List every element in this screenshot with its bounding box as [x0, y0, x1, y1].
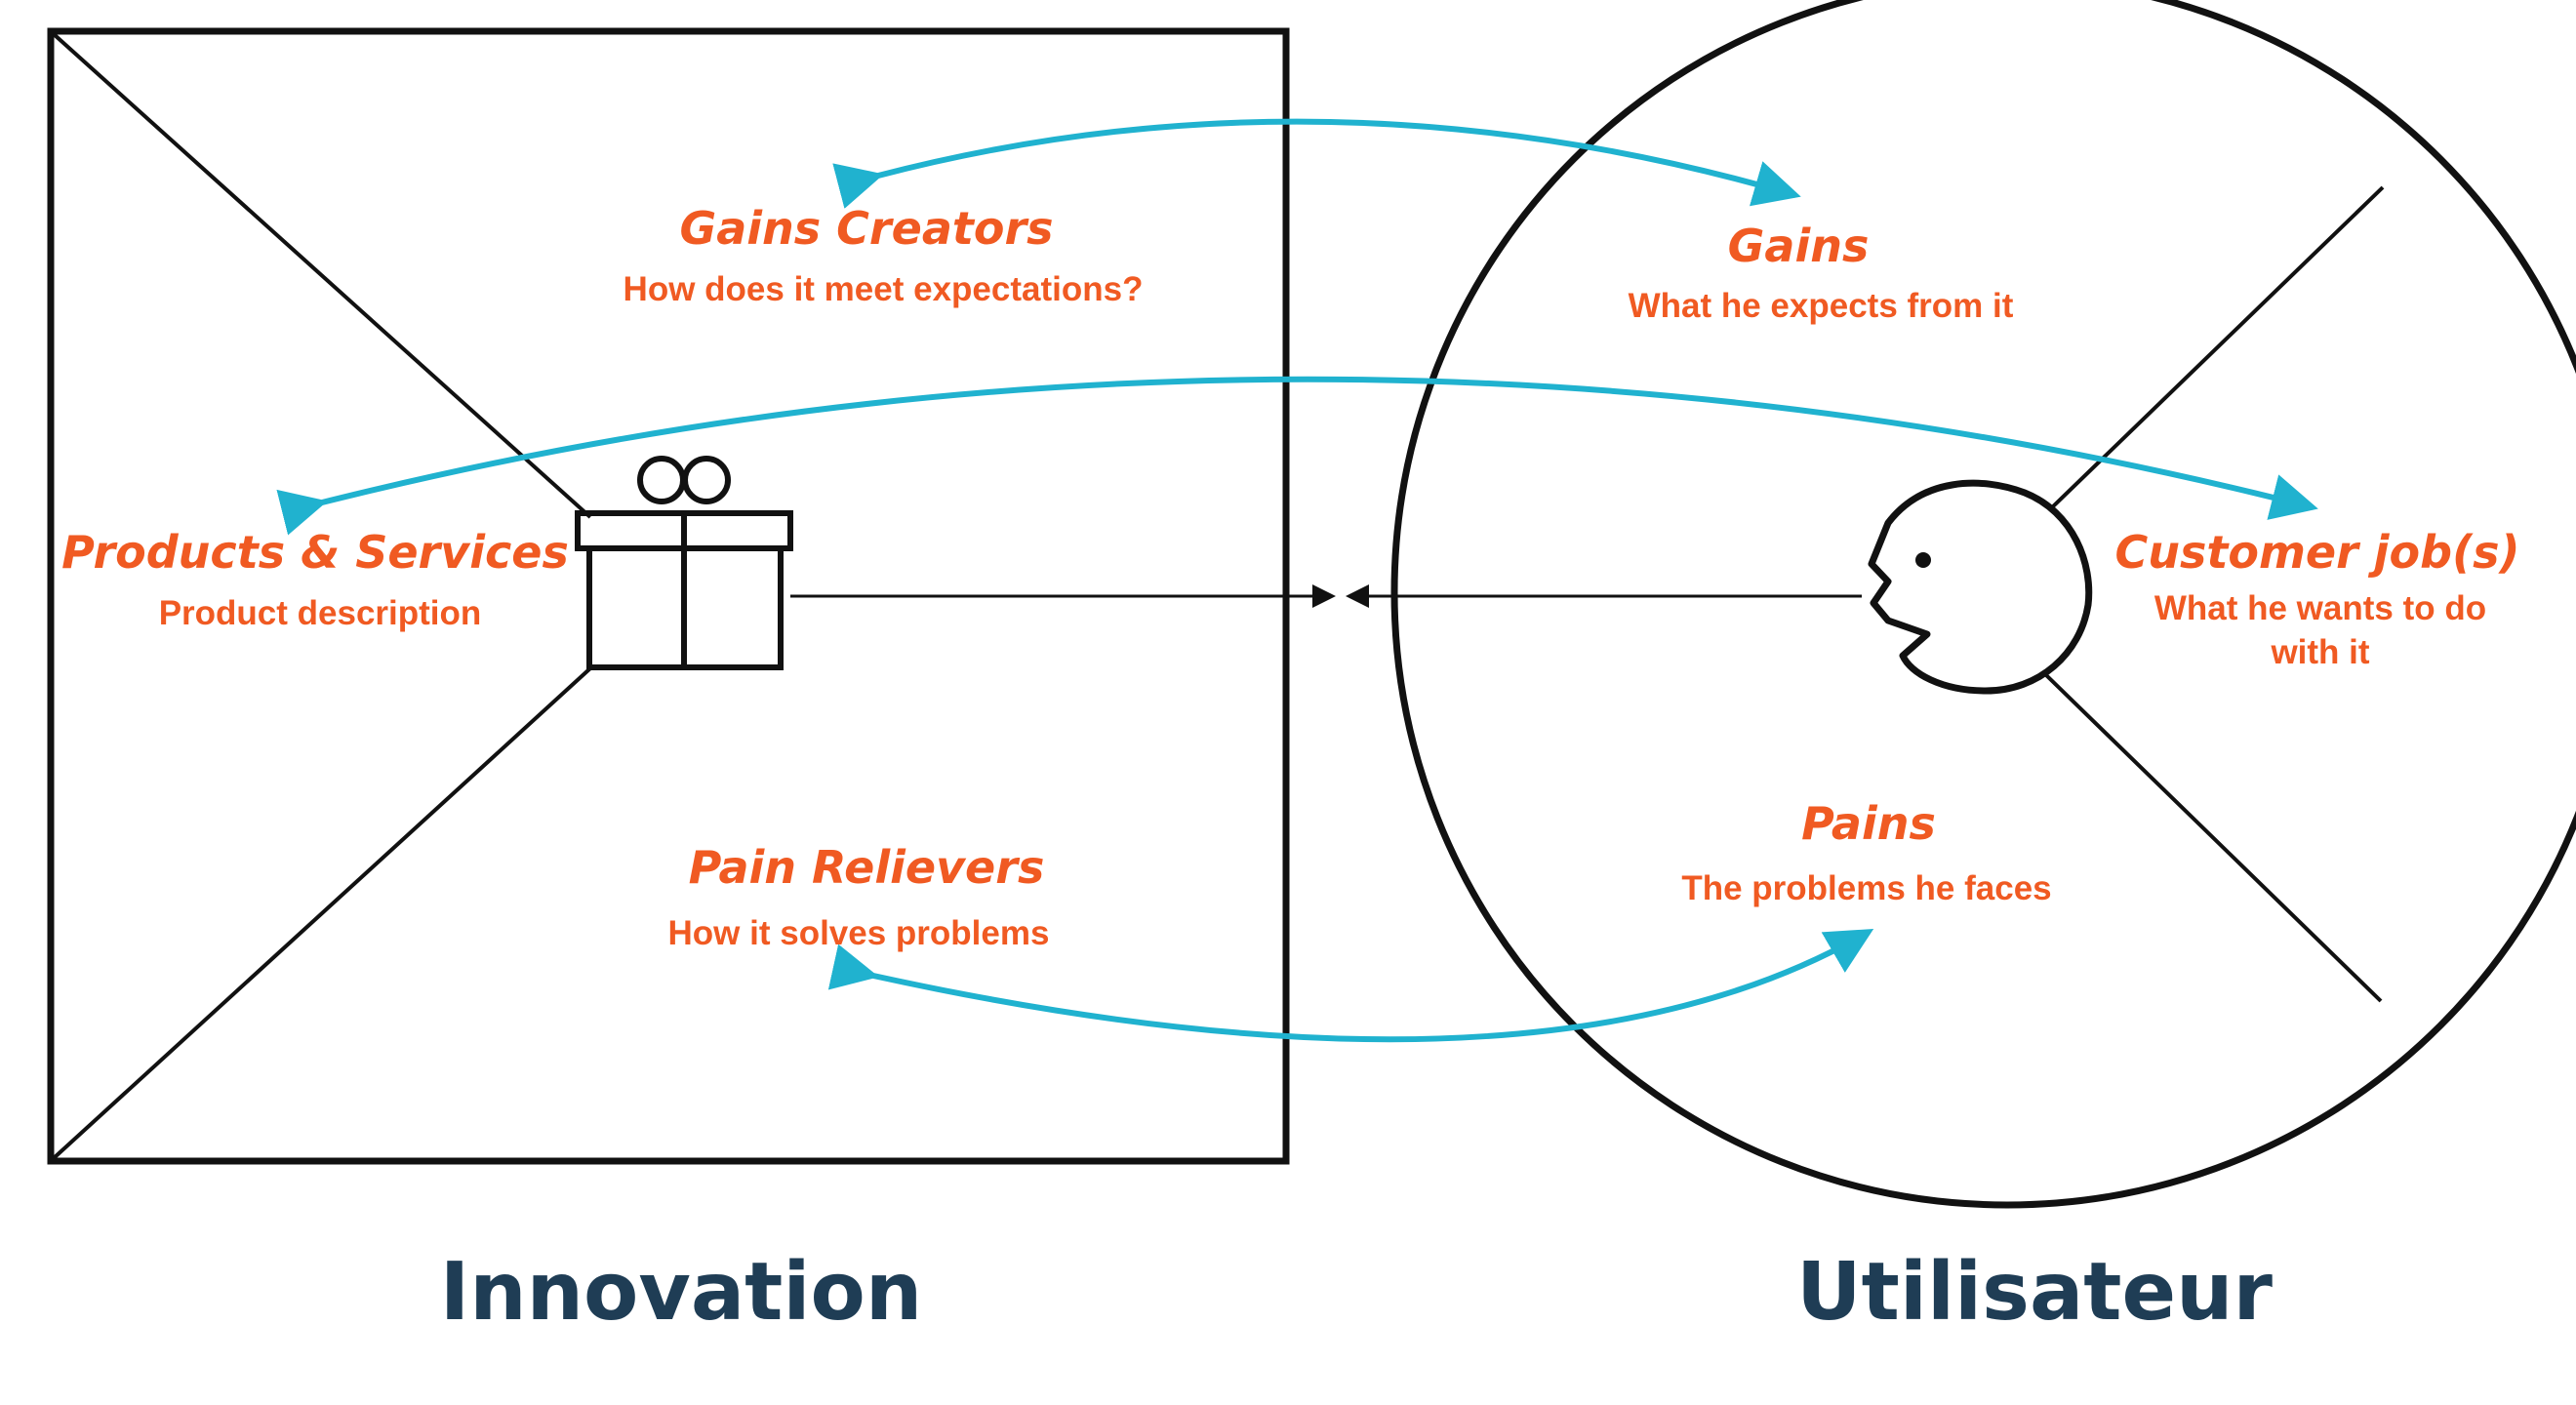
pains-heading: Pains [1801, 797, 1936, 850]
gains-heading: Gains [1728, 220, 1870, 272]
mapping-arrows [276, 118, 2318, 1043]
arrow-gains-mapping [832, 118, 1801, 209]
products-services-heading: Products & Services [61, 526, 569, 579]
pain-relievers-description: How it solves problems [668, 914, 1050, 952]
customer-face-icon [1868, 479, 2093, 695]
diagonal-top-left [52, 32, 592, 519]
customer-profile-frame [1390, 0, 2576, 1209]
divider-upper-right [2047, 185, 2385, 512]
gains-description: What he expects from it [1629, 287, 2014, 325]
gift-icon [575, 456, 793, 670]
arrow-pains-mapping [827, 928, 1874, 1043]
gains-creators-description: How does it meet expectations? [624, 270, 1144, 308]
pain-relievers-heading: Pain Relievers [689, 841, 1045, 894]
divider-lower-right [2042, 671, 2383, 1003]
user-title: Utilisateur [1796, 1246, 2273, 1339]
diagonal-bottom-left [52, 666, 592, 1160]
innovation-title: Innovation [440, 1246, 922, 1339]
customer-jobs-description-line2: with it [2270, 633, 2369, 671]
arrow-jobs-mapping [276, 376, 2318, 536]
customer-profile-circle [1390, 0, 2576, 1209]
products-services-description: Product description [159, 594, 482, 632]
pains-description: The problems he faces [1681, 869, 2051, 907]
gains-creators-heading: Gains Creators [679, 202, 1053, 255]
customer-jobs-description-line1: What he wants to do [2154, 589, 2486, 627]
customer-jobs-heading: Customer job(s) [2114, 526, 2519, 579]
